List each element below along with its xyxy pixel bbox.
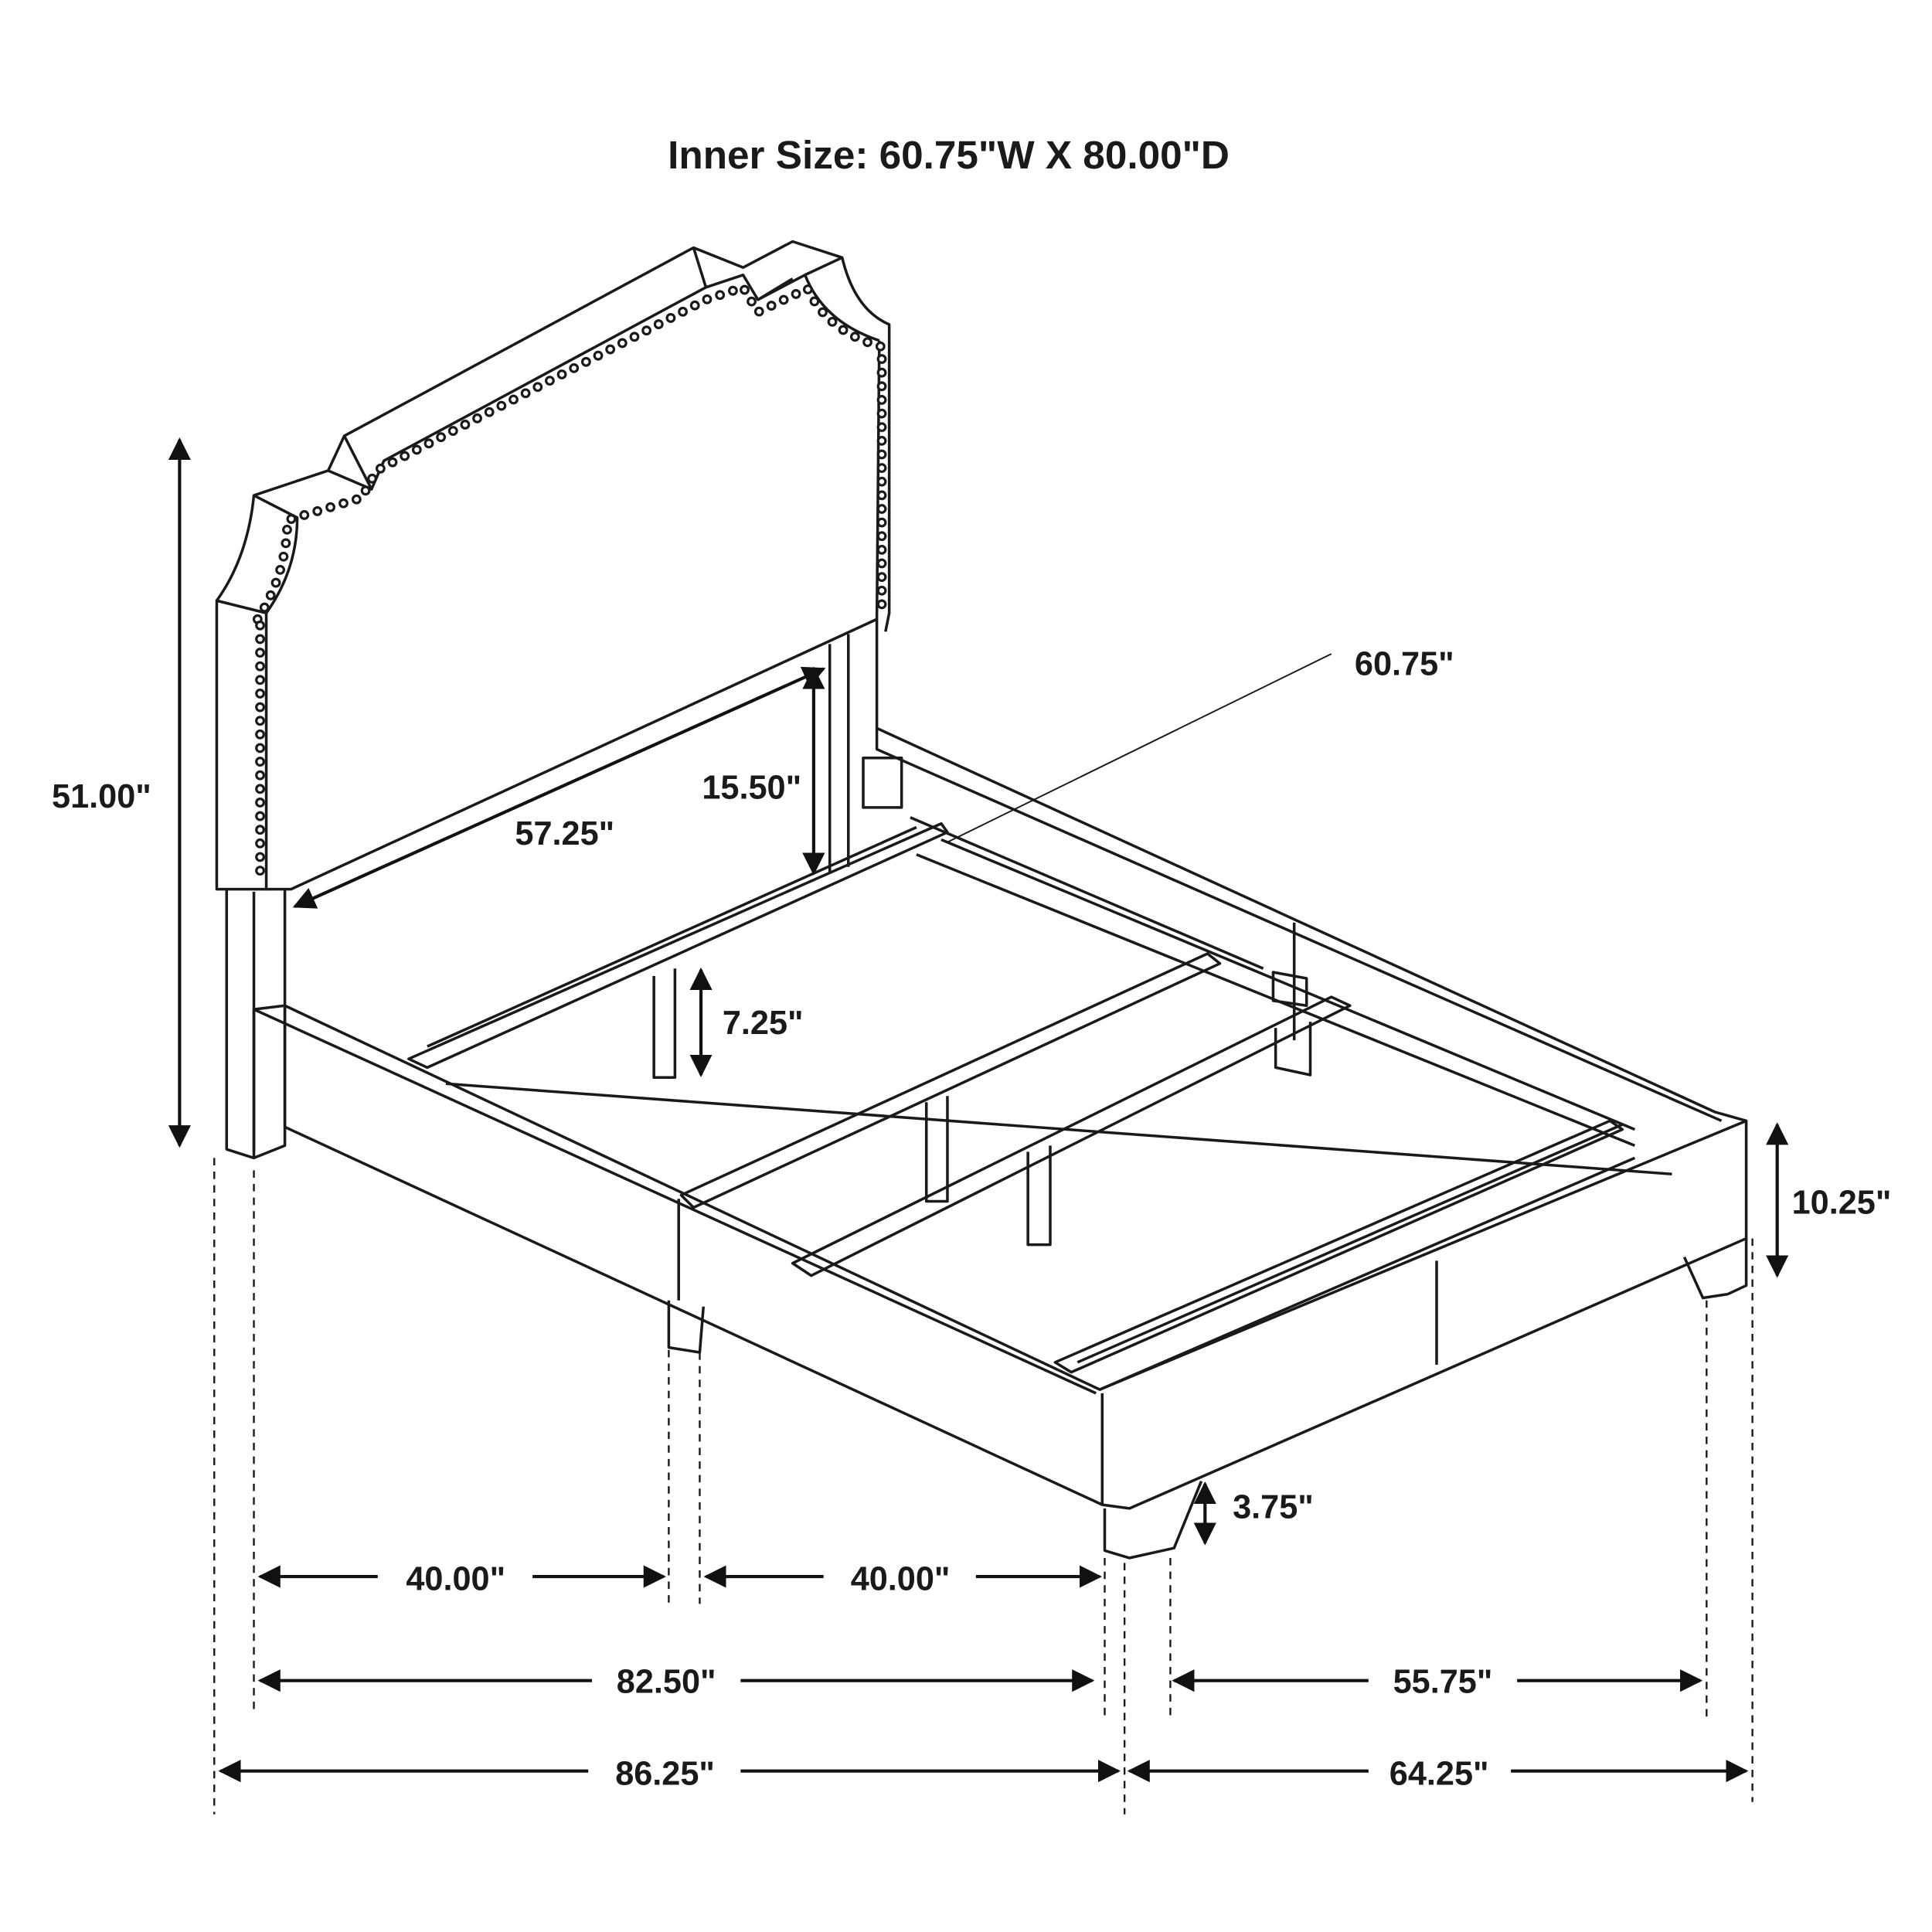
overall-width-label: 64.25" — [1389, 1755, 1489, 1792]
leg-spacing-2-label: 40.00" — [851, 1561, 951, 1598]
headboard-clearance-label: 15.50" — [702, 770, 801, 807]
leg-spacing-1-label: 40.00" — [406, 1561, 505, 1598]
rail-height-label: 10.25" — [1792, 1185, 1892, 1222]
overall-height-label: 51.00" — [52, 778, 151, 815]
dimension-arrows — [168, 437, 1789, 1783]
bed-frame — [252, 726, 1748, 1560]
headboard-width-label: 57.25" — [515, 815, 614, 852]
extension-lines — [213, 1158, 1753, 1815]
center-leg-height-label: 7.25" — [723, 1005, 804, 1042]
leg-to-leg-width-label: 55.75" — [1393, 1664, 1493, 1701]
inner-width-label: 60.75" — [1355, 645, 1454, 682]
overall-length-label: 86.25" — [615, 1755, 715, 1792]
leg-to-leg-length-label: 82.50" — [617, 1664, 716, 1701]
inner-size-title: Inner Size: 60.75"W X 80.00"D — [668, 133, 1230, 177]
leg-height-label: 3.75" — [1233, 1489, 1314, 1526]
